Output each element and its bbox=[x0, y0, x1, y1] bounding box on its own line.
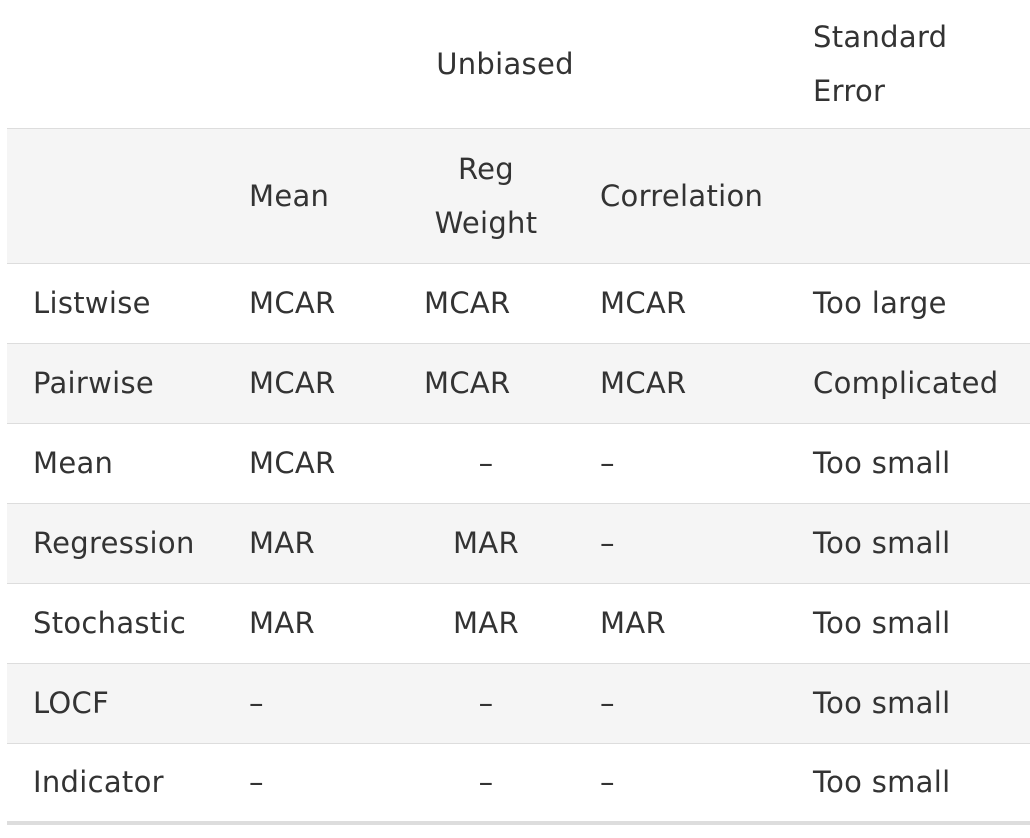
row-mean: MCAR bbox=[249, 366, 336, 400]
row-reg-weight: MCAR bbox=[424, 286, 511, 320]
row-reg-weight: MAR bbox=[453, 606, 519, 640]
row-method: Regression bbox=[33, 526, 195, 560]
table-row: Regression MAR MAR – Too small bbox=[7, 503, 1030, 583]
row-method: Stochastic bbox=[33, 606, 187, 640]
row-correlation: MAR bbox=[600, 606, 666, 640]
row-standard-error: Too large bbox=[813, 286, 947, 320]
row-standard-error: Too small bbox=[813, 765, 951, 800]
row-method: Pairwise bbox=[33, 366, 155, 400]
row-correlation: – bbox=[600, 765, 615, 800]
header-mean: Mean bbox=[249, 178, 330, 213]
row-correlation: – bbox=[600, 446, 615, 480]
table-row: Stochastic MAR MAR MAR Too small bbox=[7, 583, 1030, 663]
row-correlation: MCAR bbox=[600, 286, 687, 320]
table-row: Mean MCAR – – Too small bbox=[7, 423, 1030, 503]
header-sub-empty-right bbox=[787, 128, 1030, 263]
header-row-sub: Mean Reg Weight Correlation bbox=[7, 128, 1030, 263]
table-row: Listwise MCAR MCAR MCAR Too large bbox=[7, 263, 1030, 343]
header-cell-empty bbox=[7, 0, 223, 128]
header-row-top: Unbiased Standard Error bbox=[7, 0, 1030, 128]
header-reg-weight-line-1: Reg bbox=[458, 151, 514, 186]
row-correlation: – bbox=[600, 526, 615, 560]
header-standard-error-line-1: Standard bbox=[813, 19, 948, 54]
row-reg-weight: – bbox=[478, 446, 494, 480]
row-correlation: MCAR bbox=[600, 366, 687, 400]
row-standard-error: Too small bbox=[813, 446, 951, 480]
row-standard-error: Too small bbox=[813, 526, 951, 560]
row-standard-error: Too small bbox=[813, 686, 951, 720]
row-standard-error: Complicated bbox=[813, 366, 999, 400]
row-reg-weight: – bbox=[478, 765, 494, 800]
header-sub-empty bbox=[7, 128, 223, 263]
missing-data-methods-table: Unbiased Standard Error Mean Reg Weight … bbox=[7, 0, 1030, 825]
header-unbiased: Unbiased bbox=[436, 46, 574, 81]
header-reg-weight: Reg Weight bbox=[398, 128, 574, 263]
row-mean: – bbox=[249, 686, 264, 720]
row-standard-error: Too small bbox=[813, 606, 951, 640]
row-method: Indicator bbox=[33, 765, 164, 800]
row-reg-weight: MAR bbox=[453, 526, 519, 560]
row-reg-weight: MCAR bbox=[424, 366, 511, 400]
row-mean: MCAR bbox=[249, 446, 336, 480]
row-mean: MAR bbox=[249, 606, 315, 640]
table-row: Indicator – – – Too small bbox=[7, 743, 1030, 823]
row-correlation: – bbox=[600, 686, 615, 720]
missing-data-methods-table-container: Unbiased Standard Error Mean Reg Weight … bbox=[7, 0, 1030, 825]
header-standard-error-line-2: Error bbox=[813, 73, 886, 108]
row-method: LOCF bbox=[33, 686, 110, 720]
table-row: LOCF – – – Too small bbox=[7, 663, 1030, 743]
row-mean: – bbox=[249, 765, 264, 800]
header-reg-weight-line-2: Weight bbox=[434, 205, 538, 240]
row-mean: MAR bbox=[249, 526, 315, 560]
header-standard-error: Standard Error bbox=[787, 0, 1030, 128]
row-method: Mean bbox=[33, 446, 114, 480]
header-correlation: Correlation bbox=[600, 178, 764, 213]
row-reg-weight: – bbox=[478, 686, 494, 720]
row-method: Listwise bbox=[33, 286, 151, 320]
table-row: Pairwise MCAR MCAR MCAR Complicated bbox=[7, 343, 1030, 423]
row-mean: MCAR bbox=[249, 286, 336, 320]
